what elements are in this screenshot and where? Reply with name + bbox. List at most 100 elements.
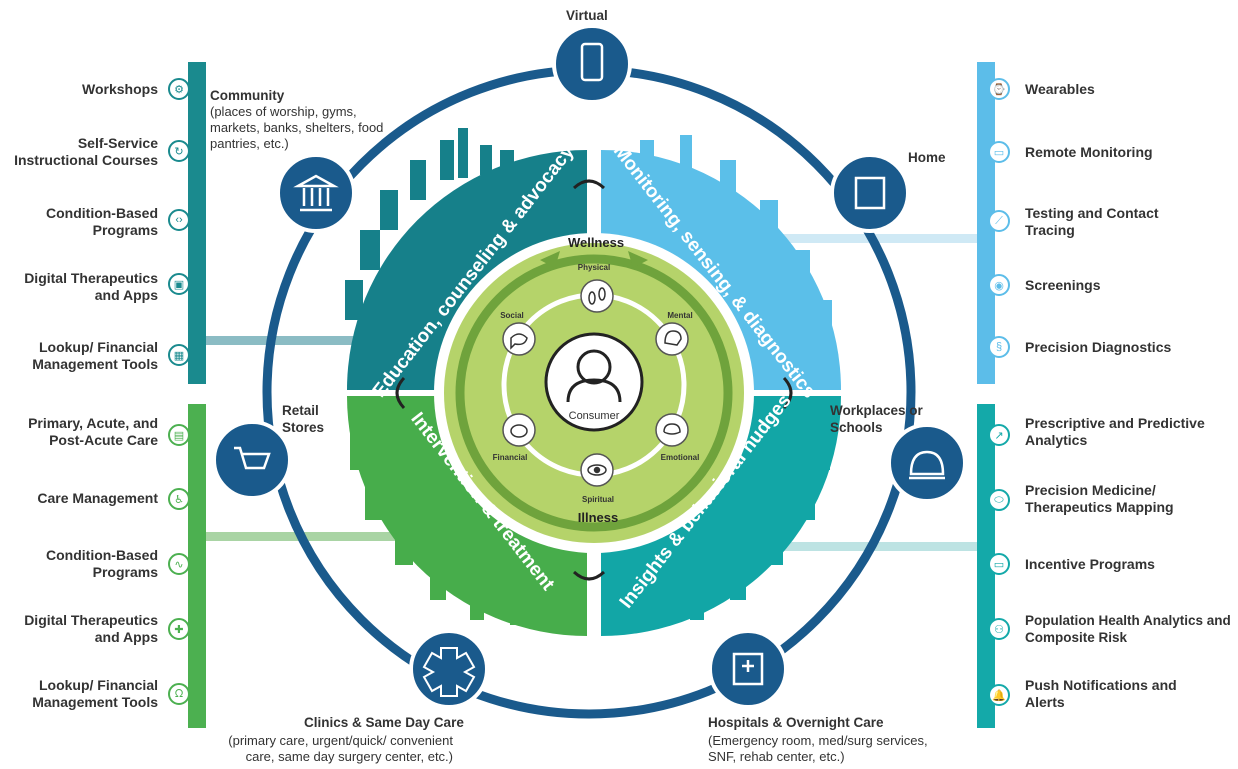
link-top xyxy=(572,179,606,190)
dimension-glyphs xyxy=(510,287,682,476)
list-item: Workshops xyxy=(82,81,158,97)
ticket-icon: ▭ xyxy=(988,553,1010,575)
home-node xyxy=(830,153,910,233)
people-icon: ⚇ xyxy=(988,618,1010,640)
list-item: Digital Therapeutics and Apps xyxy=(24,270,158,303)
virtual-node xyxy=(552,24,632,104)
list-item: Lookup/ Financial Management Tools xyxy=(32,677,158,710)
list-item: Testing and Contact Tracing xyxy=(1025,205,1159,238)
community-node xyxy=(276,153,356,233)
list-item: Precision Diagnostics xyxy=(1025,339,1172,355)
pill-icon: ⬭ xyxy=(988,489,1010,511)
watch-icon: ⌚ xyxy=(988,78,1010,100)
consumer-body-icon xyxy=(566,378,622,403)
place-workplaces: Workplaces or Schools xyxy=(830,403,923,435)
left-top-bar xyxy=(188,62,206,384)
hospitals-title: Hospitals & Overnight Care xyxy=(708,715,884,730)
list-item: Remote Monitoring xyxy=(1025,144,1153,160)
list-item: Self-Service Instructional Courses xyxy=(14,135,158,168)
list-item: Push Notifications and Alerts xyxy=(1025,677,1177,710)
dimension-mental: Mental xyxy=(667,311,692,320)
skyline-bottom-right xyxy=(650,430,830,625)
dimension-financial: Financial xyxy=(493,453,528,462)
eye-icon: ◉ xyxy=(988,274,1010,296)
list-item: Population Health Analytics and Composit… xyxy=(1025,613,1231,645)
test-tube-icon: ⟋ xyxy=(988,210,1010,232)
wellness-label: Wellness xyxy=(568,235,624,250)
link-bottom xyxy=(572,570,606,581)
place-community: Community (places of worship, gyms, mark… xyxy=(210,88,390,152)
institution-icon xyxy=(293,174,339,212)
clipboard-icon: ▤ xyxy=(168,424,190,446)
mental-icon xyxy=(655,322,689,356)
medkit-icon: ✚ xyxy=(168,618,190,640)
list-item: Condition-Based Programs xyxy=(46,547,158,580)
phone-icon xyxy=(580,42,604,82)
chart-icon: ↗ xyxy=(988,424,1010,446)
place-virtual: Virtual xyxy=(566,8,608,23)
capitol-icon xyxy=(909,450,945,480)
financial-icon xyxy=(502,413,536,447)
place-home: Home xyxy=(908,150,946,165)
refresh-icon: ↻ xyxy=(168,140,190,162)
medical-star-icon xyxy=(422,647,476,697)
emotional-icon xyxy=(655,413,689,447)
physical-icon xyxy=(580,279,614,313)
list-item: Primary, Acute, and Post-Acute Care xyxy=(28,415,158,448)
hospital-cross-icon xyxy=(742,660,754,672)
hospital-icon xyxy=(732,652,764,686)
monitor-icon: ▭ xyxy=(988,141,1010,163)
skyline-top-left xyxy=(345,128,514,320)
hospitals-subtitle: (Emergency room, med/surg services, SNF,… xyxy=(708,733,928,764)
clinics-subtitle: (primary care, urgent/quick/ convenient … xyxy=(228,733,453,764)
list-item: Precision Medicine/ Therapeutics Mapping xyxy=(1025,482,1174,515)
heartbeat-icon: ∿ xyxy=(168,553,190,575)
calculator-icon: ▦ xyxy=(168,344,190,366)
link-right xyxy=(782,376,793,410)
list-item: Prescriptive and Predictive Analytics xyxy=(1025,415,1205,448)
retail-node xyxy=(212,420,292,500)
connector-home xyxy=(780,234,980,243)
chip-icon: ▣ xyxy=(168,273,190,295)
wellness-arrow-ring xyxy=(455,254,733,532)
arrow-head-right xyxy=(628,251,648,268)
skyline-bottom-left xyxy=(350,430,526,625)
dimension-physical: Physical xyxy=(578,263,610,272)
dimension-emotional: Emotional xyxy=(661,453,700,462)
illness-label: Illness xyxy=(578,510,618,525)
list-item: Incentive Programs xyxy=(1025,556,1155,572)
right-top-bar xyxy=(977,62,995,384)
right-bottom-bar xyxy=(977,404,995,728)
list-item: Lookup/ Financial Management Tools xyxy=(32,339,158,372)
place-retail: Retail Stores xyxy=(282,403,325,435)
cart-icon xyxy=(234,446,271,470)
community-title: Community xyxy=(210,88,285,103)
dimension-social: Social xyxy=(500,311,524,320)
location-nodes xyxy=(212,24,967,709)
link-left xyxy=(395,376,406,410)
connector-community xyxy=(200,336,370,345)
list-item: Screenings xyxy=(1025,277,1101,293)
skyline-top-right xyxy=(640,135,832,340)
dna-icon: § xyxy=(988,336,1010,358)
arrow-head-left xyxy=(540,251,560,268)
list-item: Condition-Based Programs xyxy=(46,205,158,238)
left-bottom-bar xyxy=(188,404,206,728)
code-icon: ‹› xyxy=(168,209,190,231)
clinics-title: Clinics & Same Day Care xyxy=(304,715,464,730)
building-icon xyxy=(854,176,886,210)
gears-icon: ⚙ xyxy=(168,78,190,100)
wheelchair-icon: ♿ xyxy=(168,488,190,510)
workplace-node xyxy=(887,423,967,503)
dimension-spiritual: Spiritual xyxy=(582,495,614,504)
social-icon xyxy=(502,322,536,356)
community-subtitle: (places of worship, gyms, markets, banks… xyxy=(210,104,384,151)
list-item: Wearables xyxy=(1025,81,1095,97)
bell-icon: 🔔 xyxy=(988,684,1010,706)
consumer-head-icon xyxy=(576,349,612,385)
list-item: Digital Therapeutics and Apps xyxy=(24,612,158,645)
list-item: Care Management xyxy=(37,490,158,506)
stethoscope-icon: ᘯ xyxy=(168,683,190,705)
consumer-label: Consumer xyxy=(569,410,620,422)
